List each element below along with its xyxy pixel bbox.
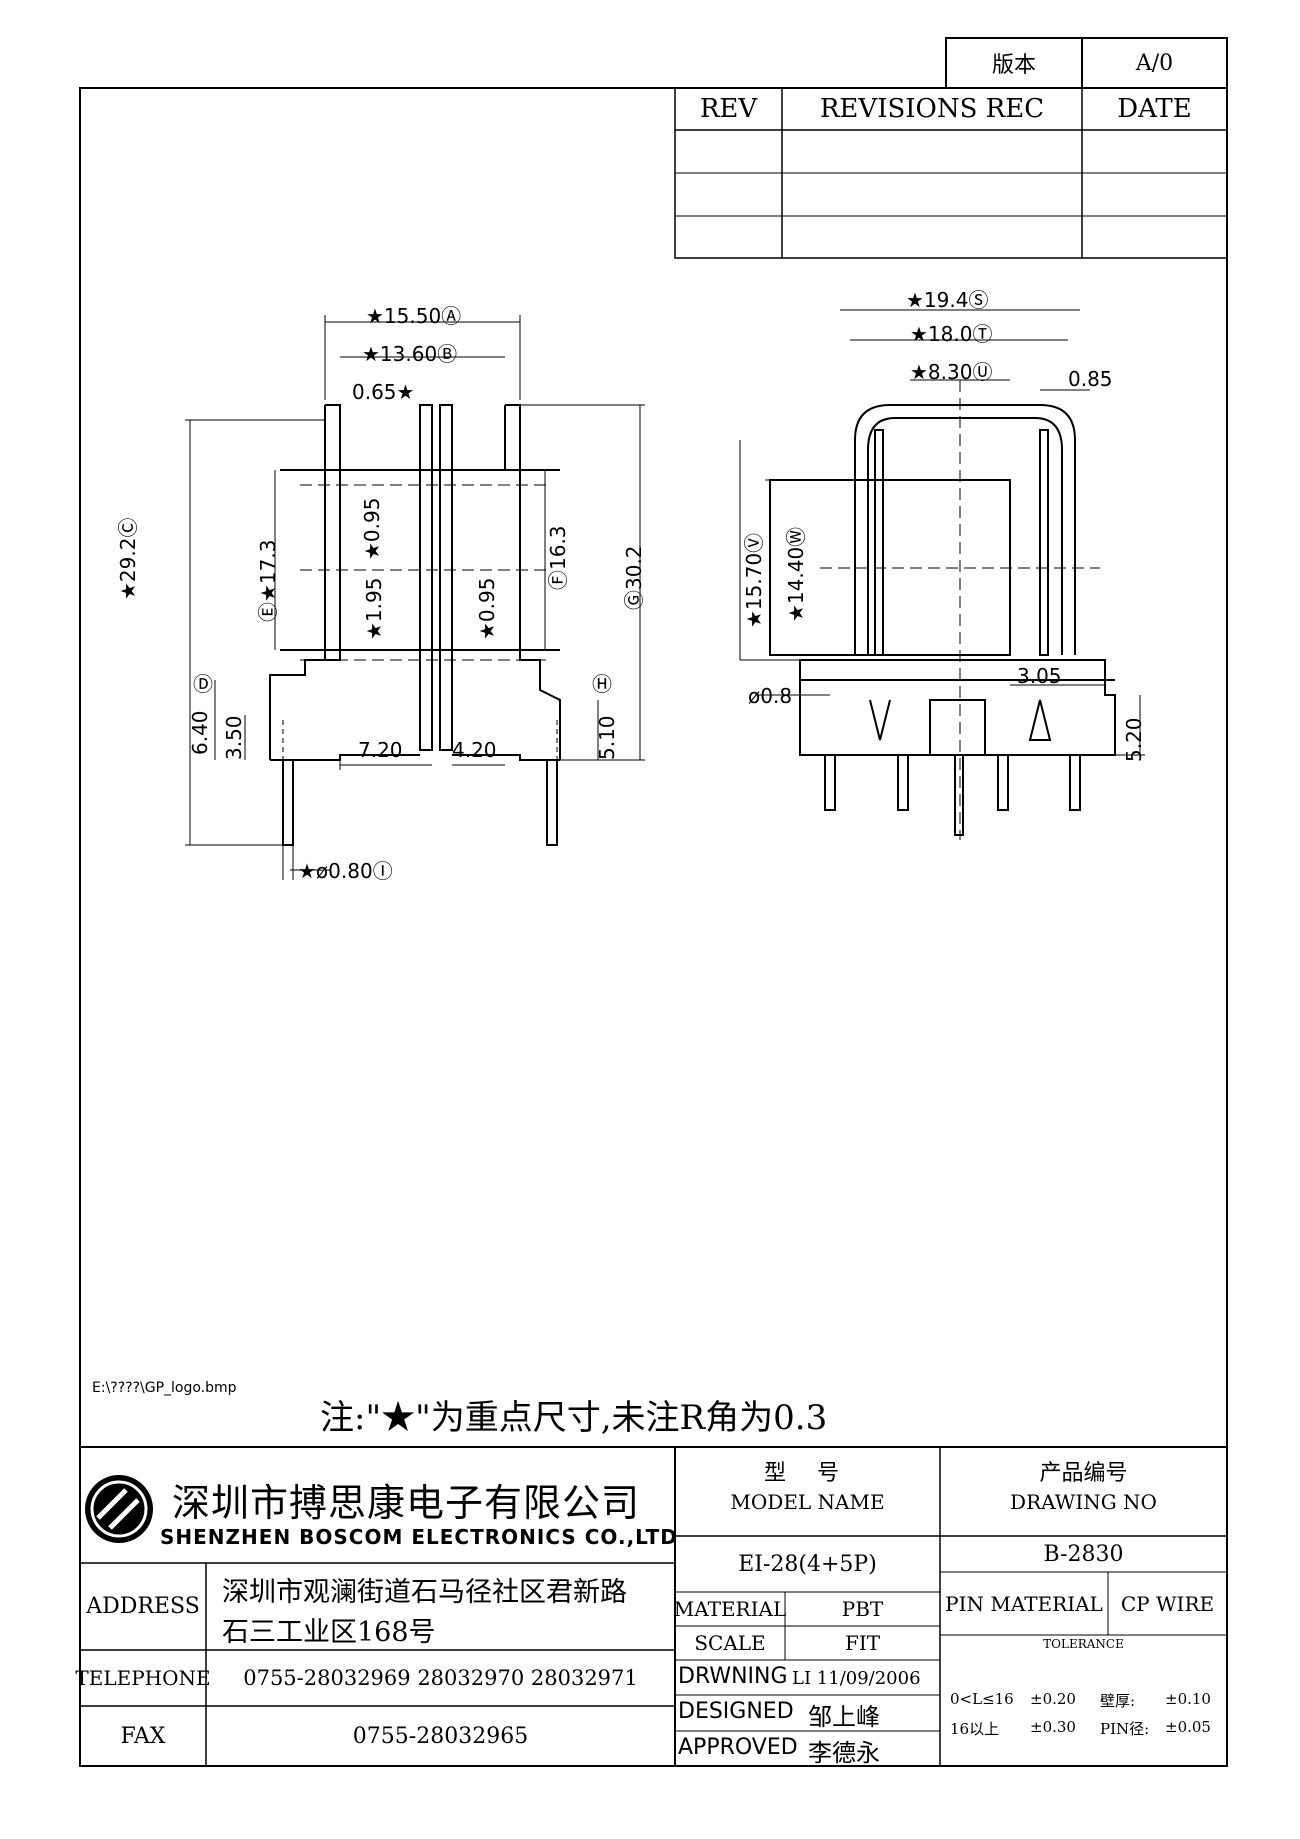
drawn-value: LI 11/09/2006 [792, 1668, 921, 1689]
company-name-cn: 深圳市搏思康电子有限公司 [172, 1481, 641, 1525]
fax-value: 0755-28032965 [352, 1723, 529, 1749]
company-logo-icon [85, 1475, 153, 1543]
drawing-label-cn: 产品编号 [1039, 1461, 1128, 1486]
version-label: 版本 [991, 53, 1036, 78]
designed-value: 邹上峰 [808, 1703, 880, 1731]
front-view-drawing [185, 315, 645, 880]
model-value: EI-28(4+5P) [738, 1551, 877, 1577]
date-header: DATE [1117, 94, 1192, 124]
drawing-label-en: DRAWING NO [1010, 1490, 1157, 1514]
material-value: PBT [841, 1597, 884, 1621]
approved-label: APPROVED [678, 1735, 798, 1760]
pin-material-value: CP WIRE [1120, 1591, 1215, 1616]
designed-label: DESIGNED [678, 1699, 794, 1724]
drawing-note: 注:"★"为重点尺寸,未注R角为0.3 [320, 1398, 828, 1438]
dim-i: ★ø0.80Ⓘ [298, 859, 393, 883]
drawing-value: B-2830 [1043, 1541, 1124, 1567]
pin-diameter-label: PIN径: [1100, 1720, 1150, 1738]
drawn-label: DRWNING [678, 1664, 788, 1689]
wall-label: 壁厚: [1100, 1692, 1136, 1710]
side-view-drawing [739, 309, 1145, 840]
dim-s: ★19.4Ⓢ [906, 288, 989, 312]
company-name-en: SHENZHEN BOSCOM ELECTRONICS CO.,LTD [160, 1525, 678, 1549]
dim-d: Ⓓ [193, 672, 213, 696]
dim-520: 5.20 [1122, 717, 1146, 762]
telephone-label: TELEPHONE [75, 1666, 211, 1690]
approved-value: 李德永 [808, 1739, 880, 1767]
dim-720: 7.20 [358, 738, 403, 762]
dim-305: 3.05 [1017, 664, 1062, 688]
fax-label: FAX [120, 1723, 166, 1749]
tolerance-value-1: ±0.20 [1030, 1690, 1076, 1708]
address-line2: 石三工业区168号 [222, 1617, 436, 1648]
pin-diameter-value: ±0.05 [1165, 1718, 1211, 1736]
telephone-value: 0755-28032969 28032970 28032971 [243, 1666, 638, 1690]
model-label-en: MODEL NAME [730, 1490, 885, 1514]
tolerance-value-2: ±0.30 [1030, 1718, 1076, 1736]
pin-material-label: PIN MATERIAL [945, 1592, 1103, 1616]
dim-065: 0.65★ [352, 380, 415, 404]
tolerance-label: TOLERANCE [1043, 1637, 1124, 1651]
tolerance-range-1: 0<L≤16 [950, 1690, 1014, 1708]
scale-value: FIT [844, 1631, 881, 1655]
logo-path: E:\????\GP_logo.bmp [92, 1380, 237, 1396]
model-label-cn: 型 号 [764, 1461, 851, 1486]
scale-label: SCALE [694, 1631, 766, 1655]
revisions-header: REVISIONS REC [819, 94, 1045, 124]
dim-420: 4.20 [452, 738, 497, 762]
dim-u: ★8.30Ⓤ [910, 360, 993, 384]
dim-08: ø0.8 [748, 684, 793, 708]
wall-value: ±0.10 [1165, 1690, 1211, 1708]
address-line1: 深圳市观澜街道石马径社区君新路 [222, 1577, 627, 1608]
material-label: MATERIAL [673, 1597, 787, 1621]
tolerance-range-2: 16以上 [950, 1720, 1000, 1738]
dim-h: Ⓗ [592, 672, 612, 696]
rev-header: REV [699, 94, 758, 124]
dim-t: ★18.0Ⓣ [910, 322, 993, 346]
dim-w: ★14.40Ⓦ [784, 526, 808, 622]
dim-a: ★15.50Ⓐ [366, 304, 462, 328]
version-value: A/0 [1135, 50, 1174, 76]
dim-b: ★13.60Ⓑ [362, 342, 458, 366]
dim-v: ★15.70Ⓥ [742, 532, 766, 628]
address-label: ADDRESS [86, 1594, 200, 1619]
dim-085: 0.85 [1068, 367, 1113, 391]
